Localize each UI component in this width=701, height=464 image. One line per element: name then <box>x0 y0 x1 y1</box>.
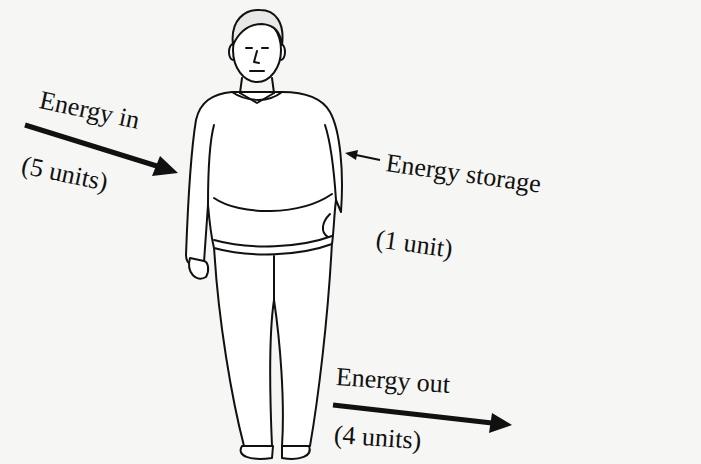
energy-label: Energy in <box>37 85 142 135</box>
arrowhead <box>152 156 178 176</box>
energy-label: (1 unit) <box>374 224 455 264</box>
man-figure <box>186 10 342 459</box>
energy-out-arrow <box>333 405 492 423</box>
energy-label: (5 units) <box>19 150 111 198</box>
arrowhead <box>345 150 358 160</box>
leader-arrow <box>356 155 380 160</box>
energy-label: (4 units) <box>333 420 422 456</box>
energy-label: Energy out <box>335 362 451 400</box>
arrowhead <box>489 413 512 433</box>
energy-label: Energy storage <box>384 148 543 199</box>
